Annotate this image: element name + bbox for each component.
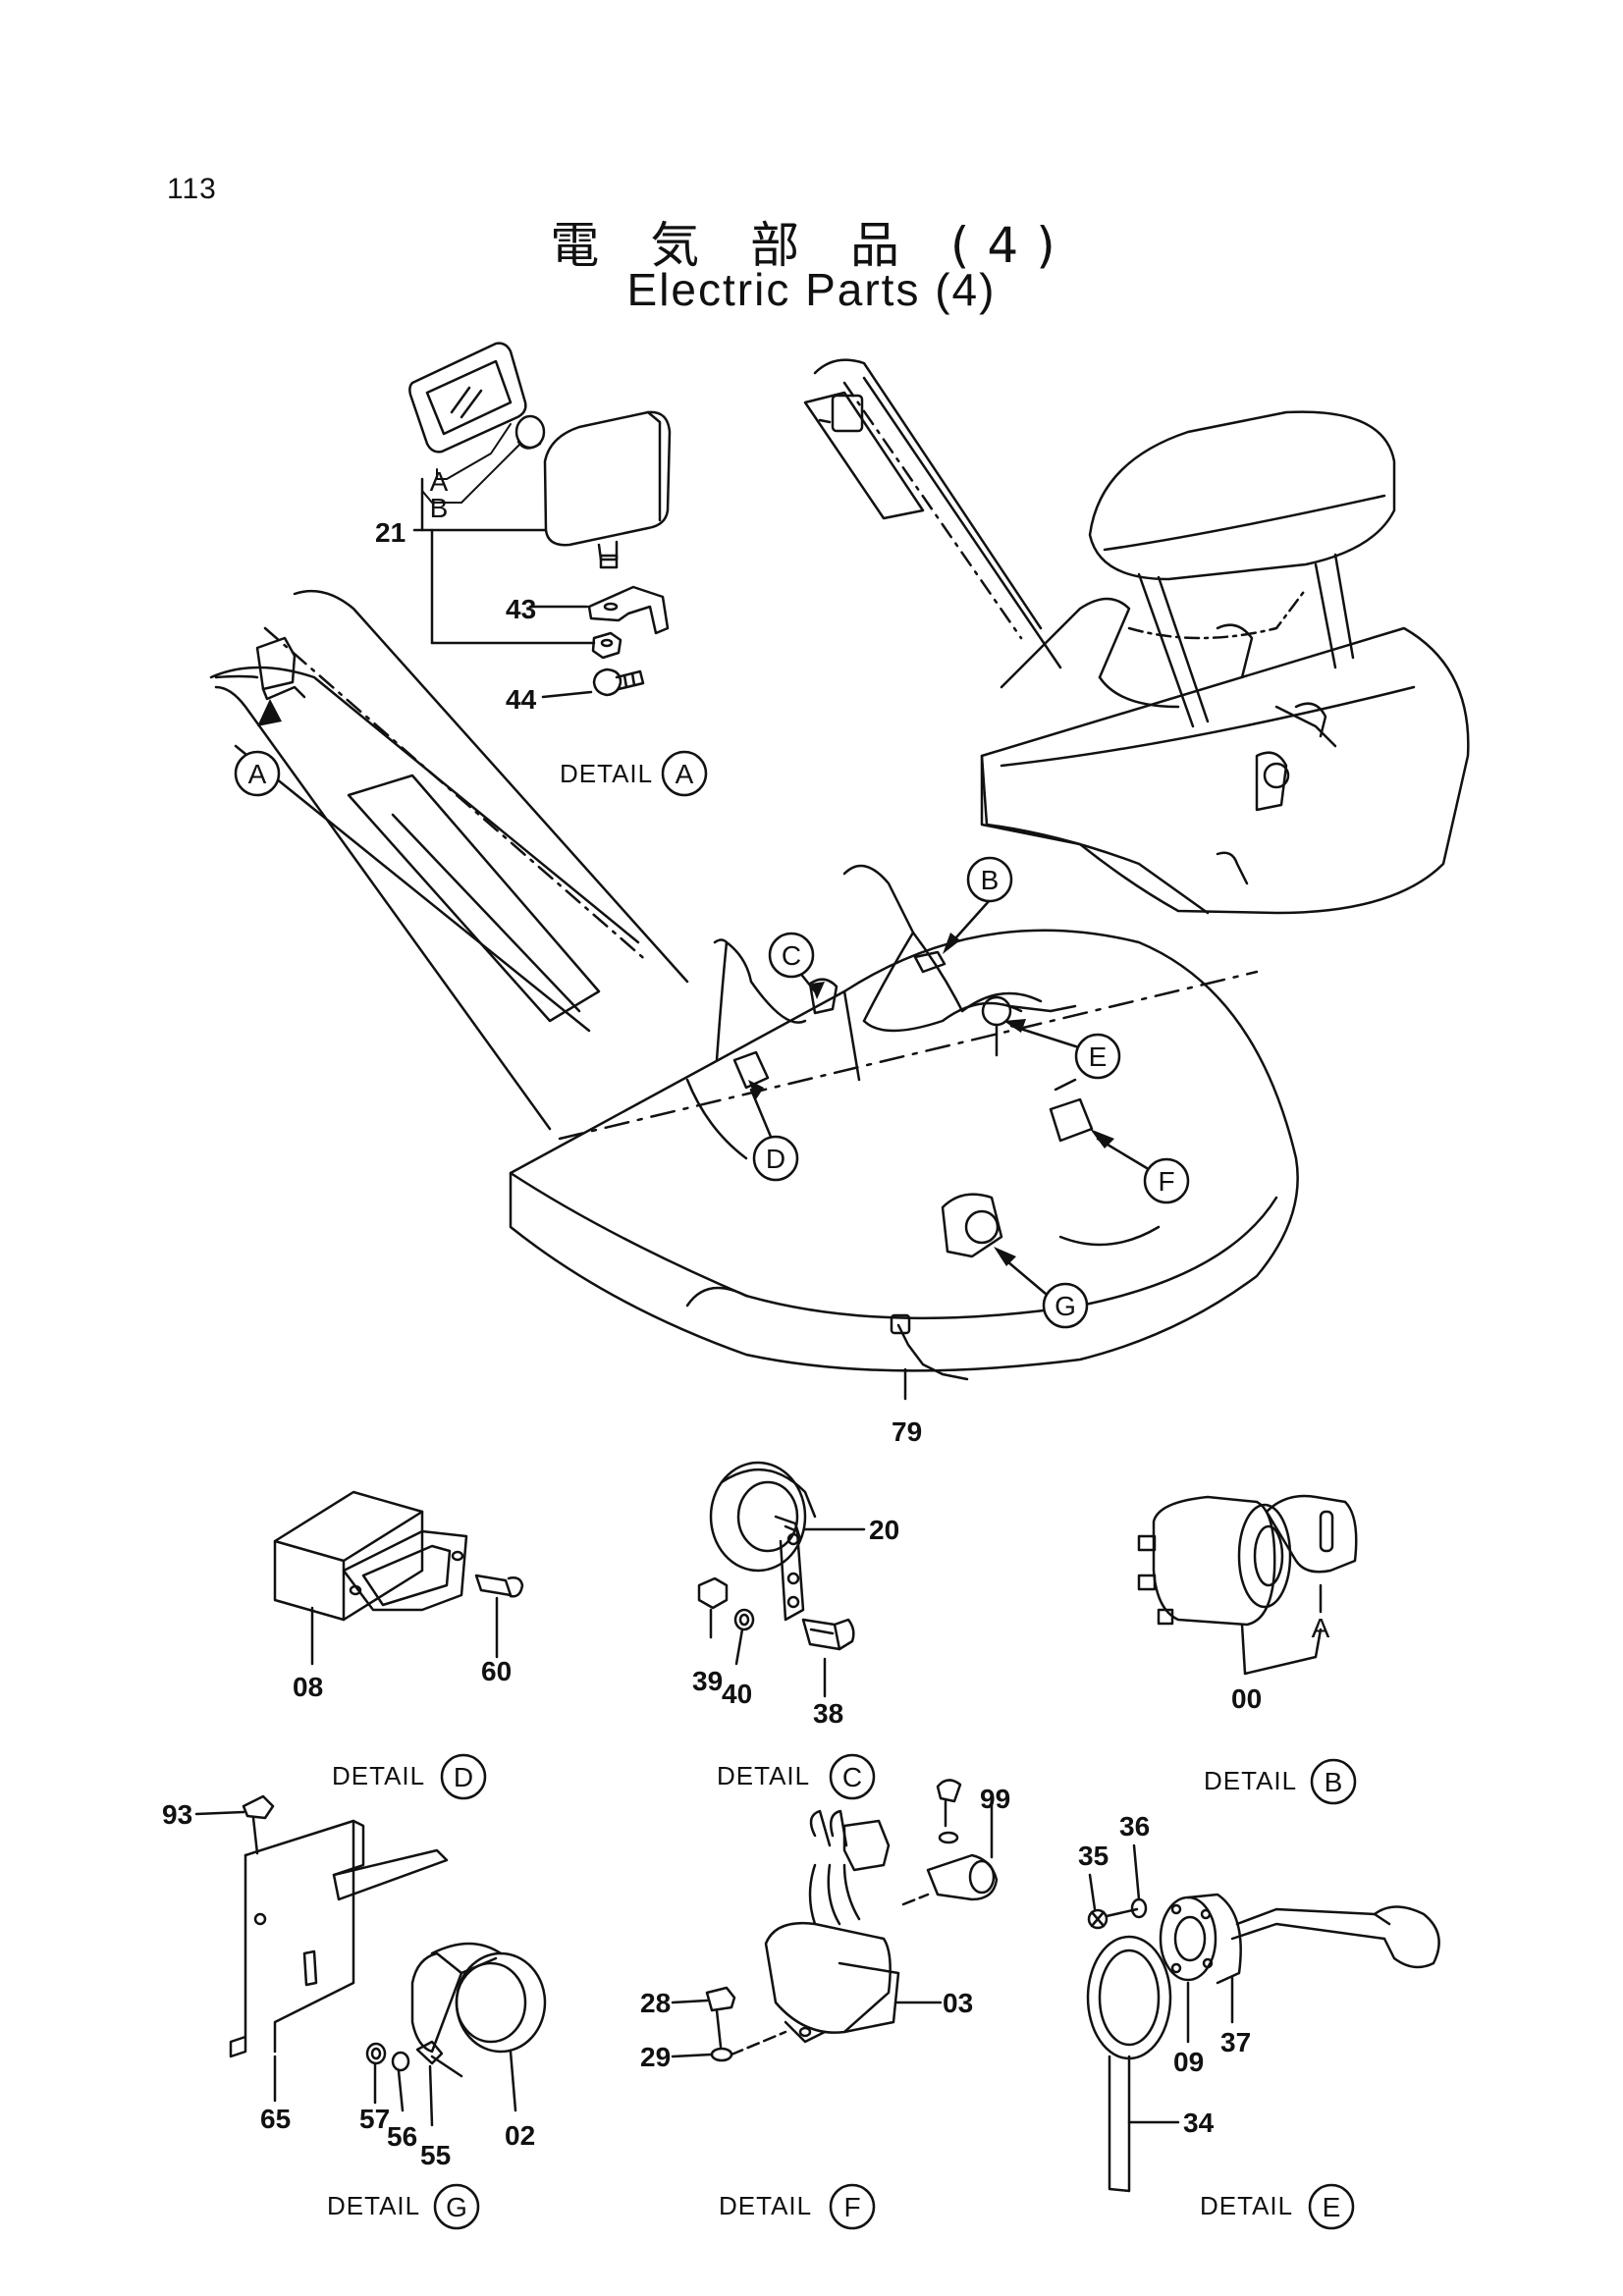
callout-circle-d-detail xyxy=(440,1753,487,1800)
callout-circle-g-main xyxy=(1042,1282,1089,1329)
callout-f-main: F xyxy=(1158,1166,1174,1197)
detail-d-heading: DETAIL xyxy=(332,1761,425,1790)
part-number-35: 35 xyxy=(1078,1841,1109,1871)
detail-g-heading: DETAIL xyxy=(327,2191,420,2220)
part-number-02: 02 xyxy=(505,2120,535,2151)
part-number-39: 39 xyxy=(692,1666,723,1696)
part-number-65: 65 xyxy=(260,2104,291,2134)
callout-e-detail: E xyxy=(1323,2192,1341,2222)
detail-c-heading: DETAIL xyxy=(717,1761,810,1790)
part-number-44: 44 xyxy=(506,684,537,715)
part-number-79: 79 xyxy=(892,1416,922,1447)
part-number-20: 20 xyxy=(869,1515,899,1545)
detail-f-part xyxy=(671,1779,999,2062)
callout-circle-e-detail xyxy=(1308,2183,1355,2230)
detail-b-label-a: A xyxy=(1312,1613,1330,1643)
part-number-60: 60 xyxy=(481,1656,512,1686)
part-number-36: 36 xyxy=(1119,1811,1150,1842)
callout-b-detail: B xyxy=(1325,1767,1343,1797)
detail-e-heading: DETAIL xyxy=(1200,2191,1293,2220)
callout-a-main: A xyxy=(248,759,267,789)
machine-body-illustration xyxy=(209,589,1299,1401)
detail-a-label-a: A xyxy=(430,466,449,497)
part-number-55: 55 xyxy=(420,2140,451,2170)
callout-circle-a-main xyxy=(234,750,281,797)
part-number-03: 03 xyxy=(943,1988,973,2018)
part-number-37: 37 xyxy=(1220,2027,1251,2057)
part-number-99: 99 xyxy=(980,1784,1010,1814)
callout-a-detail: A xyxy=(676,759,694,789)
detail-g-part xyxy=(194,1794,547,2127)
part-number-34: 34 xyxy=(1183,2108,1215,2138)
machine-cab-illustration xyxy=(803,358,1470,915)
part-number-21: 21 xyxy=(375,517,406,548)
part-number-40: 40 xyxy=(722,1679,752,1709)
callout-b-main: B xyxy=(981,865,1000,895)
part-number-29: 29 xyxy=(640,2042,671,2072)
part-number-09: 09 xyxy=(1173,2047,1204,2077)
detail-a-heading: DETAIL xyxy=(560,759,653,788)
detail-f-heading: DETAIL xyxy=(719,2191,812,2220)
callout-g-detail: G xyxy=(446,2192,467,2222)
page-number: 113 xyxy=(167,173,217,205)
detail-d-part xyxy=(273,1490,524,1666)
callout-circle-c-main xyxy=(768,932,815,979)
callout-g-main: G xyxy=(1055,1291,1076,1321)
part-number-00: 00 xyxy=(1231,1683,1262,1714)
callout-e-main: E xyxy=(1089,1041,1108,1072)
detail-a-label-b: B xyxy=(430,493,449,523)
page-title-english: Electric Parts (4) xyxy=(626,264,997,315)
callout-f-detail: F xyxy=(843,2192,860,2222)
part-number-57: 57 xyxy=(359,2104,390,2134)
callout-circle-b-detail xyxy=(1310,1758,1357,1805)
part-number-08: 08 xyxy=(293,1672,323,1702)
callout-d-main: D xyxy=(766,1144,785,1174)
callout-circle-a-detail xyxy=(661,750,708,797)
part-number-93: 93 xyxy=(162,1799,192,1830)
leader-arrowheads xyxy=(257,699,1114,1266)
detail-c-horn xyxy=(697,1461,866,1698)
callout-circle-c-detail xyxy=(829,1753,876,1800)
callout-circle-d-main xyxy=(752,1135,799,1182)
detail-e-part xyxy=(1086,1843,1440,2193)
part-number-28: 28 xyxy=(640,1988,671,2018)
callout-circle-b-main xyxy=(966,856,1013,903)
part-number-56: 56 xyxy=(387,2121,417,2152)
callout-d-detail: D xyxy=(454,1762,473,1792)
callout-c-detail: C xyxy=(842,1762,862,1792)
callout-circle-f-main xyxy=(1143,1157,1190,1204)
detail-b-key-switch xyxy=(1137,1494,1358,1676)
callout-circle-g-detail xyxy=(433,2183,480,2230)
page-title-japanese: 電 気 部 品 (4) xyxy=(550,217,1073,274)
detail-b-heading: DETAIL xyxy=(1204,1766,1297,1795)
callout-circle-f-detail xyxy=(829,2183,876,2230)
callout-circle-e-main xyxy=(1074,1033,1121,1080)
part-number-38: 38 xyxy=(813,1698,843,1729)
detail-a-work-light xyxy=(408,342,672,699)
part-number-43: 43 xyxy=(506,594,536,624)
callout-c-main: C xyxy=(782,940,801,971)
